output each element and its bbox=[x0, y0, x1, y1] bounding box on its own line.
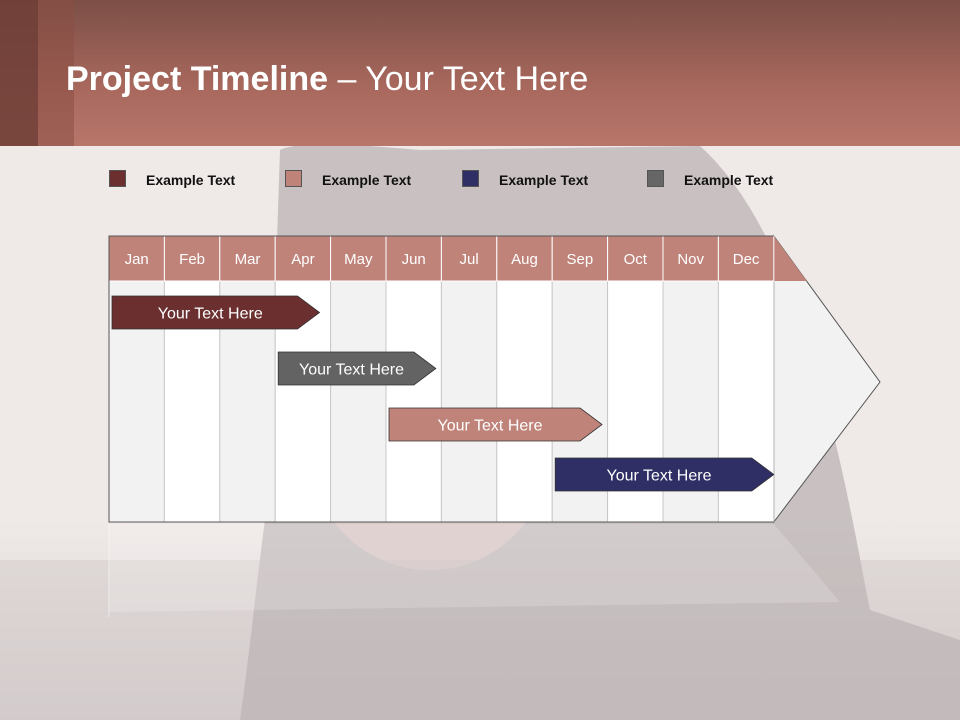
month-label: Jun bbox=[402, 251, 426, 268]
month-header-cell bbox=[551, 235, 609, 282]
legend-swatch bbox=[462, 170, 479, 187]
month-label: Oct bbox=[624, 251, 648, 268]
month-label: Feb bbox=[179, 251, 205, 268]
month-label: Aug bbox=[511, 251, 538, 268]
legend-label: Example Text bbox=[684, 172, 774, 188]
legend-swatch bbox=[647, 170, 664, 187]
month-column bbox=[330, 280, 387, 523]
month-column bbox=[496, 280, 553, 523]
month-label: Jan bbox=[125, 251, 149, 268]
timeline-reflection bbox=[109, 524, 840, 612]
timeline-border bbox=[108, 235, 774, 523]
month-column bbox=[385, 280, 442, 523]
header-banner: Project Timeline – Your Text Here bbox=[0, 0, 960, 146]
task-bar-label: Your Text Here bbox=[438, 418, 543, 435]
task-bar-label: Your Text Here bbox=[299, 362, 404, 379]
month-label: Apr bbox=[291, 251, 314, 268]
month-label: Mar bbox=[235, 251, 261, 268]
task-bar-label: Your Text Here bbox=[607, 468, 712, 485]
legend-label: Example Text bbox=[499, 172, 589, 188]
task-bar bbox=[554, 457, 775, 492]
month-label: Jul bbox=[460, 251, 479, 268]
month-label: May bbox=[344, 251, 373, 268]
task-bar-label: Your Text Here bbox=[158, 306, 263, 323]
slide-title: Project Timeline – Your Text Here bbox=[66, 60, 588, 99]
month-header-cell bbox=[717, 235, 775, 282]
legend-swatch bbox=[285, 170, 302, 187]
timeline-arrow-header bbox=[773, 236, 807, 281]
slide-title-bold: Project Timeline bbox=[66, 60, 329, 98]
header-accent-strip bbox=[38, 0, 74, 146]
month-header-cell bbox=[496, 235, 553, 282]
month-label: Nov bbox=[677, 251, 704, 268]
month-header-cell bbox=[440, 235, 498, 282]
legend-label: Example Text bbox=[146, 172, 236, 188]
slide-title-rest: – Your Text Here bbox=[328, 60, 589, 98]
month-label: Dec bbox=[733, 251, 760, 268]
month-label: Sep bbox=[567, 251, 594, 268]
month-header-cell bbox=[163, 235, 221, 282]
month-column bbox=[440, 280, 498, 523]
legend-label: Example Text bbox=[322, 172, 412, 188]
header-accent-strip bbox=[0, 0, 38, 146]
task-bar bbox=[388, 407, 603, 442]
month-header-cell bbox=[662, 235, 719, 282]
legend-swatch bbox=[109, 170, 126, 187]
month-header-cell bbox=[385, 235, 442, 282]
task-bar bbox=[277, 351, 437, 386]
task-bar bbox=[111, 295, 321, 330]
month-header-cell bbox=[219, 235, 276, 282]
